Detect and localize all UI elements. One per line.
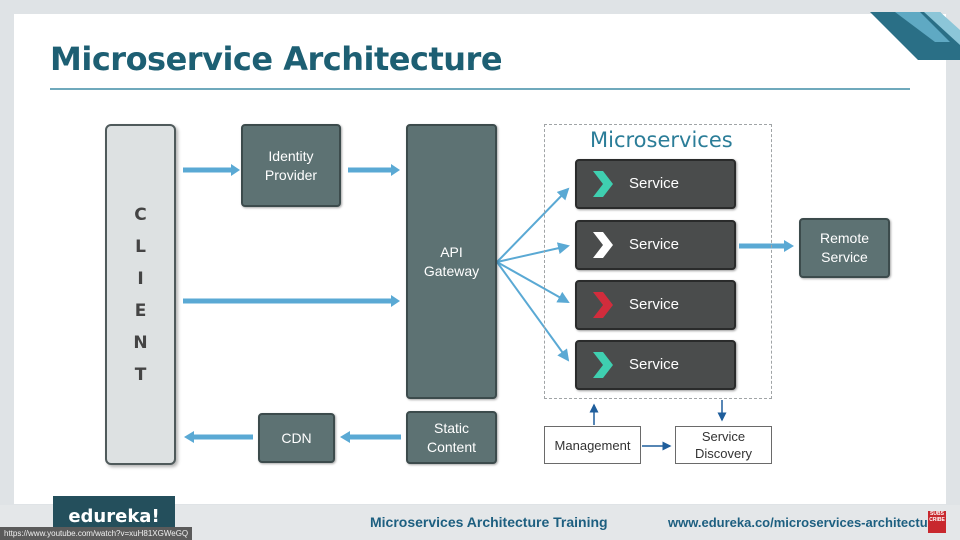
slide-title: Microservice Architecture — [50, 40, 503, 78]
client-letter: L — [135, 236, 146, 257]
service-label: Service — [629, 175, 680, 192]
arrowhead — [231, 164, 240, 176]
client-letter: E — [134, 300, 147, 321]
service-box-1: Service — [575, 159, 736, 209]
corner-decoration — [870, 12, 960, 60]
service-label: Service — [629, 236, 680, 253]
service-box-4: Service — [575, 340, 736, 390]
client-letter: I — [137, 268, 144, 289]
arrow-gateway-to-service-1 — [496, 187, 570, 263]
chevron-icon — [593, 171, 613, 197]
arrowhead — [391, 164, 400, 176]
service-box-3: Service — [575, 280, 736, 330]
api-gateway-box: API Gateway — [406, 124, 497, 399]
microservices-group — [544, 124, 772, 399]
service-box-2: Service — [575, 220, 736, 270]
cdn-label: CDN — [281, 429, 312, 446]
static-content-label: Static Content — [426, 419, 477, 455]
static-content-box: Static Content — [406, 411, 497, 464]
service-discovery-label: Service Discovery — [694, 429, 753, 461]
chevron-icon — [593, 352, 613, 378]
arrowhead — [391, 295, 400, 307]
subscribe-button[interactable]: SUBS CRIBE — [928, 511, 946, 533]
chevron-icon — [593, 292, 613, 318]
microservices-title: Microservices — [590, 128, 733, 152]
remote-service-label: Remote Service — [819, 230, 870, 265]
client-letter: C — [134, 204, 147, 225]
api-gateway-label: API Gateway — [423, 243, 480, 279]
service-label: Service — [629, 356, 680, 373]
service-label: Service — [629, 296, 680, 313]
service-discovery-box: Service Discovery — [675, 426, 772, 464]
arrowhead — [184, 431, 194, 443]
cdn-box: CDN — [258, 413, 335, 463]
client-box: C L I E N T — [105, 124, 176, 465]
identity-provider-label: Identity Provider — [264, 147, 318, 183]
identity-provider-box: Identity Provider — [241, 124, 341, 207]
management-label: Management — [554, 437, 631, 453]
client-letter: T — [134, 364, 147, 385]
arrowhead — [340, 431, 350, 443]
arrow-gateway-to-service-3 — [496, 261, 570, 303]
chevron-icon — [593, 232, 613, 258]
course-url-link[interactable]: www.edureka.co/microservices-architectur… — [668, 515, 930, 530]
arrow-gateway-to-service-4 — [496, 261, 570, 362]
course-title: Microservices Architecture Training — [370, 514, 608, 530]
management-box: Management — [544, 426, 641, 464]
browser-status-url: https://www.youtube.com/watch?v=xuH81XGW… — [0, 527, 193, 540]
arrowhead — [784, 240, 794, 252]
client-letter: N — [133, 332, 148, 353]
arrow-gateway-to-service-2 — [496, 242, 570, 263]
remote-service-box: Remote Service — [799, 218, 890, 278]
title-divider — [50, 88, 910, 90]
